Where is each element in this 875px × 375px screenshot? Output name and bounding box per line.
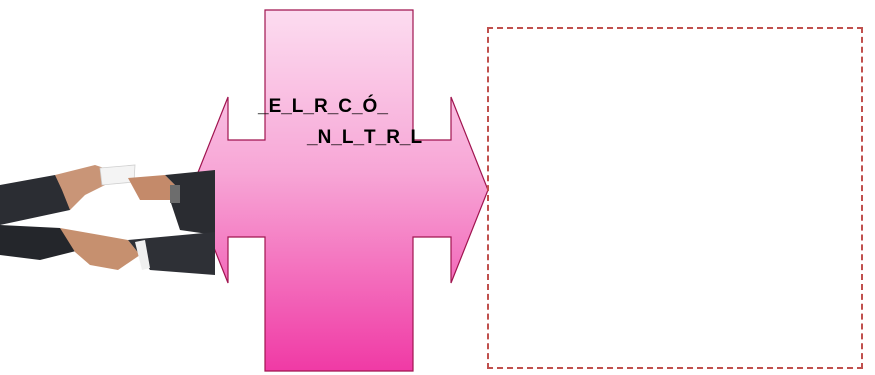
answer-box [487,27,863,369]
puzzle-line-1: _E_L_R_C_Ó_ [258,96,388,117]
handshake-photo [0,164,215,275]
puzzle-line-2: _N_L_T_R_L [307,127,423,148]
